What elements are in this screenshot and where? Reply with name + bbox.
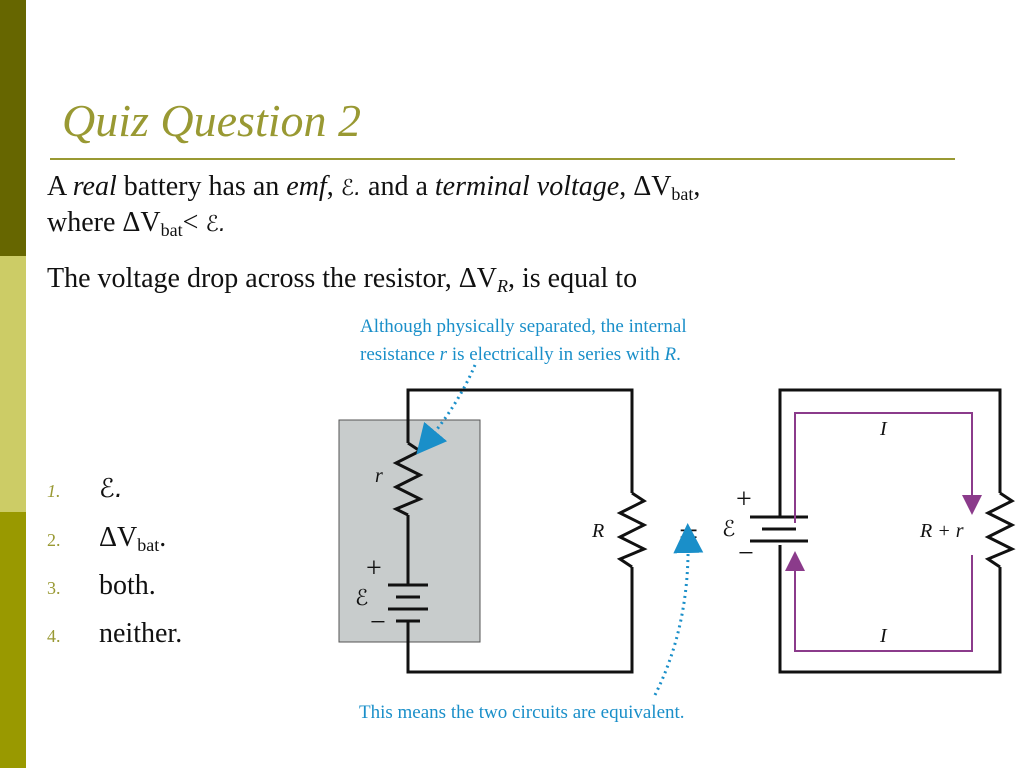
battery-minus-label: −	[738, 538, 754, 569]
line3-text-a: The voltage drop across the resistor, ΔV	[47, 263, 497, 294]
battery-plus-label: +	[736, 484, 752, 515]
battery-emf-label: ℰ	[722, 517, 735, 542]
answer-text-end: .	[159, 522, 167, 553]
label-r: r	[375, 465, 383, 487]
caption-top-line-1: Although physically separated, the inter…	[360, 316, 687, 337]
sidebar-middle-band	[0, 256, 26, 512]
subscript-R: R	[496, 276, 508, 296]
question-text-lines-1-2: A real battery has an emf, ℰ. and a term…	[47, 170, 700, 242]
answer-option-3[interactable]: 3. both.	[47, 570, 182, 618]
answer-text: ℰ.	[99, 474, 124, 504]
slide-title: Quiz Question 2	[62, 95, 361, 146]
line3-text-b: , is equal to	[507, 263, 638, 294]
answer-text: both.	[99, 570, 156, 601]
subscript-bat: bat	[671, 184, 694, 204]
word-emf: emf	[286, 171, 327, 202]
word-real: real	[72, 171, 117, 202]
sidebar-bottom-band	[0, 512, 26, 768]
internal-resistor-r	[392, 441, 424, 517]
label-R: R	[591, 520, 604, 542]
battery-minus-label: −	[370, 607, 386, 638]
title-underline	[50, 158, 955, 160]
answer-option-4[interactable]: 4. neither.	[47, 618, 182, 666]
caption-top-line-2: resistance r is electrically in series w…	[360, 344, 681, 365]
sidebar-top-band	[0, 0, 26, 256]
right-circuit-wire	[778, 388, 1002, 674]
current-label-top: I	[879, 418, 888, 440]
question-line-1: A real battery has an emf, ℰ. and a term…	[47, 170, 700, 206]
battery-emf-label: ℰ	[355, 586, 368, 611]
line1-text-d: and a	[361, 171, 435, 202]
answer-number: 1.	[47, 481, 61, 501]
line2-text-a: where ΔV	[47, 207, 161, 238]
answer-text-sub: bat	[137, 535, 160, 555]
current-arrow-bottom	[785, 551, 973, 652]
resistor-R-plus-r	[984, 491, 1016, 569]
word-terminal-voltage: terminal voltage	[434, 171, 620, 202]
answer-list: 1. ℰ. 2. ΔVbat. 3. both. 4. neither.	[47, 474, 182, 666]
line1-text-e: , ΔV	[619, 171, 672, 202]
line2-text-b: <	[182, 207, 206, 238]
answer-number: 4.	[47, 626, 61, 646]
circuit-diagram: Although physically separated, the inter…	[338, 316, 1016, 723]
question-line-2: where ΔVbat< ℰ.	[47, 206, 700, 242]
answer-number: 3.	[47, 578, 61, 598]
line1-text-a: A	[47, 171, 73, 202]
answer-option-2[interactable]: 2. ΔVbat.	[47, 522, 182, 570]
caption-bottom: This means the two circuits are equivale…	[359, 702, 685, 723]
resistor-R	[616, 491, 648, 569]
battery-plus-label: +	[366, 553, 382, 584]
answer-text: neither.	[99, 618, 183, 649]
equals-sign: =	[679, 516, 698, 553]
current-arrow-top	[794, 412, 982, 523]
emf-symbol: ℰ.	[340, 176, 362, 201]
current-label-bottom: I	[879, 625, 888, 647]
line1-text-c: ,	[326, 171, 341, 202]
answer-text: ΔVbat.	[99, 522, 166, 554]
pointer-arrow-bottom	[653, 523, 704, 696]
label-R-plus-r: R + r	[919, 520, 964, 542]
subscript-bat: bat	[160, 220, 183, 240]
answer-text-main: ΔV	[99, 522, 138, 553]
answer-number: 2.	[47, 530, 61, 550]
line1-text-f: ,	[693, 171, 701, 202]
answer-option-1[interactable]: 1. ℰ.	[47, 474, 182, 522]
emf-symbol: ℰ.	[205, 212, 226, 237]
question-line-3: The voltage drop across the resistor, ΔV…	[47, 262, 637, 296]
line1-text-b: battery has an	[116, 171, 287, 202]
left-circuit-wire	[406, 388, 634, 674]
